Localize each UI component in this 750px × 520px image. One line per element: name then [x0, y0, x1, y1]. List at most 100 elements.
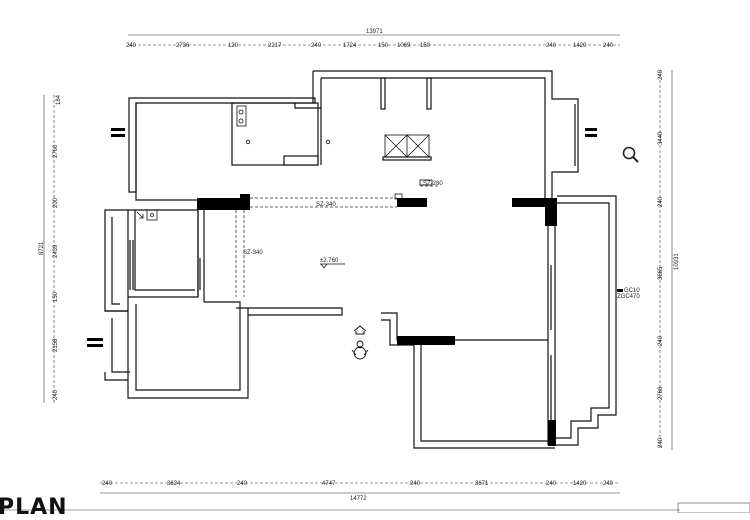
dim-top-seg-1: 2736: [176, 43, 190, 49]
wall-kitchen-outer: [128, 97, 316, 193]
dim-right-seg-0: 240: [658, 69, 664, 80]
wall-center-stub: [248, 307, 343, 316]
dim-bottom-seg-7: 1420: [573, 481, 587, 487]
dim-top-seg-7: 1069: [397, 43, 411, 49]
column-12: [87, 338, 103, 341]
wall-bath: [127, 210, 195, 297]
column-3: [397, 198, 427, 207]
page-title: PLAN: [0, 495, 68, 520]
wall-bedroom-inner: [111, 301, 241, 391]
dim-left-seg-3: 2439: [53, 244, 59, 258]
dim-left-seg-2: 200: [53, 197, 59, 208]
dim-top-seg-6: 150: [378, 43, 389, 49]
dim-top-total: 13971: [366, 29, 383, 35]
column-1: [197, 198, 250, 210]
beam-label-left: SZ-340: [243, 250, 263, 256]
wall-left-outer: [104, 209, 199, 312]
wall-north-outer: [313, 70, 579, 200]
floor-drain: [245, 139, 251, 145]
dim-left-seg-1: 2760: [53, 144, 59, 158]
column-2: [240, 194, 250, 210]
dim-top-seg-10: 1420: [573, 43, 587, 49]
column-6: [397, 336, 455, 345]
column-10: [585, 128, 597, 131]
dim-top-seg-3: 2217: [268, 43, 282, 49]
wall-stub-1: [380, 77, 386, 110]
wall-stub-3: [382, 156, 432, 161]
shaft-cross: [384, 134, 430, 158]
sink-drain-2: [238, 118, 244, 124]
dim-left-seg-5: 2158: [53, 338, 59, 352]
column-8: [111, 128, 125, 131]
dim-bottom-seg-4: 240: [410, 481, 421, 487]
wall-north-inner: [321, 77, 546, 200]
column-7: [548, 420, 556, 446]
beam-label-main: SZ-340: [316, 202, 336, 208]
window-note-2: ZGC470: [617, 294, 640, 300]
wall-left-inner: [111, 217, 120, 305]
dim-bottom-seg-3: 4747: [322, 481, 336, 487]
dim-bottom-seg-0: 240: [102, 481, 113, 487]
column-4: [512, 198, 557, 207]
window-note-1: GC10: [624, 288, 640, 294]
dim-right-seg-1: 3440: [658, 131, 664, 145]
wall-bedroom-outer: [105, 307, 249, 399]
wall-living-bottom: [413, 340, 555, 449]
column-9: [111, 134, 125, 137]
wall-balcony-outer: [555, 195, 617, 446]
shaft-right: [394, 193, 403, 200]
shaft-small: [419, 179, 433, 186]
magnifier-icon[interactable]: [620, 144, 642, 166]
wall-kitchen-counter: [231, 102, 319, 166]
dimension-texts: 13971 240 2736 120 2217 240 1724 150 106…: [39, 29, 680, 502]
dim-left-total: 8721: [39, 241, 45, 255]
dim-bottom-seg-8: 240: [603, 481, 614, 487]
wall-living-bottom-inner: [420, 340, 548, 442]
dim-top-seg-4: 240: [311, 43, 322, 49]
dim-right-seg-6: 240: [658, 437, 664, 448]
wall-kitchen-right: [294, 103, 321, 109]
column-11: [585, 134, 597, 137]
dim-bottom-seg-2: 240: [237, 481, 248, 487]
dim-bottom-seg-5: 3671: [475, 481, 489, 487]
bath-arrow: [136, 211, 144, 219]
dimension-lines: [0, 34, 750, 513]
dim-top-seg-9: 240: [546, 43, 557, 49]
dim-left-seg-0: 184: [56, 94, 62, 105]
beams: [235, 185, 440, 297]
dim-top-seg-2: 120: [228, 43, 239, 49]
bath-drain: [150, 213, 154, 217]
entry-arrow-icon: [353, 325, 367, 335]
floor-drain-2: [325, 139, 331, 145]
dim-bottom-seg-1: 3624: [167, 481, 181, 487]
columns: [87, 128, 623, 446]
column-5: [545, 200, 557, 226]
column-14: [617, 289, 623, 292]
dim-right-total: 10931: [674, 253, 680, 270]
wall-living-partition: [381, 312, 548, 341]
dim-bottom-seg-6: 240: [546, 481, 557, 487]
column-13: [87, 344, 103, 347]
bath-box: [146, 209, 158, 221]
corner-box: [677, 502, 750, 513]
fixtures: [136, 105, 433, 221]
dim-top-seg-5: 1724: [343, 43, 357, 49]
wall-bedroom-bottom: [104, 372, 128, 381]
walls: [104, 70, 617, 449]
dim-right-seg-4: 240: [658, 335, 664, 346]
wall-kitchen-counter-gap: [283, 155, 319, 166]
dim-left-seg-4: 150: [53, 291, 59, 302]
dim-top-seg-8: 150: [420, 43, 431, 49]
wall-kitchen-inner: [135, 103, 198, 201]
dim-right-seg-5: 2766: [658, 386, 664, 400]
dim-top-seg-11: 240: [603, 43, 614, 49]
dim-left-seg-6: 240: [53, 389, 59, 400]
dim-right-seg-3: 3665: [658, 266, 664, 280]
level-mark: ±2.760: [320, 258, 339, 264]
dim-right-seg-2: 240: [658, 196, 664, 207]
sink-drain-1: [238, 109, 244, 115]
figure-symbol-icon: [351, 340, 369, 360]
level-triangle: [320, 263, 345, 269]
dim-bottom-total: 14772: [350, 496, 367, 502]
